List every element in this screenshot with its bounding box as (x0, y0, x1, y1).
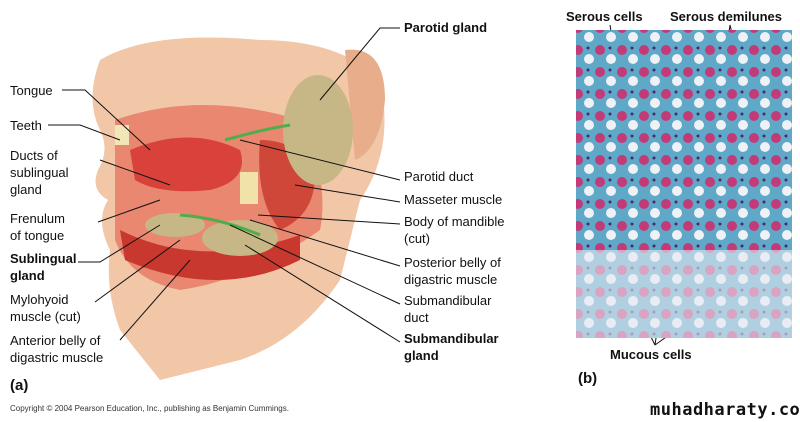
lower-jaw-muscle (120, 230, 300, 280)
sublingual-gland-shape (145, 213, 205, 237)
panel-label-a: (a) (10, 377, 29, 394)
tongue-shape (130, 137, 242, 192)
submandibular-duct-shape (179, 213, 261, 237)
parotid-gland-shape (283, 75, 353, 185)
submandibular-gland-shape (202, 220, 278, 256)
teeth-shape (115, 125, 129, 145)
label-serous-cells: Serous cells (566, 9, 643, 24)
label-serous-demilunes: Serous demilunes (670, 9, 782, 24)
leader-lines (48, 24, 771, 346)
label-mucous-cells: Mucous cells (610, 347, 692, 362)
watermark: muhadharaty.com (650, 400, 800, 420)
panel-label-b: (b) (578, 370, 598, 387)
copyright-text: Copyright © 2004 Pearson Education, Inc.… (10, 404, 289, 413)
label-teeth: Teeth (10, 118, 42, 133)
ear (345, 49, 385, 161)
label-masseter: Masseter muscle (404, 192, 503, 207)
mandible-cut (240, 172, 258, 204)
label-parotid-duct: Parotid duct (404, 169, 474, 184)
label-tongue: Tongue (10, 83, 53, 98)
label-parotid-gland: Parotid gland (404, 20, 488, 35)
parotid-duct-shape (224, 123, 291, 142)
label-mandible: Body of mandible(cut) (404, 214, 505, 246)
